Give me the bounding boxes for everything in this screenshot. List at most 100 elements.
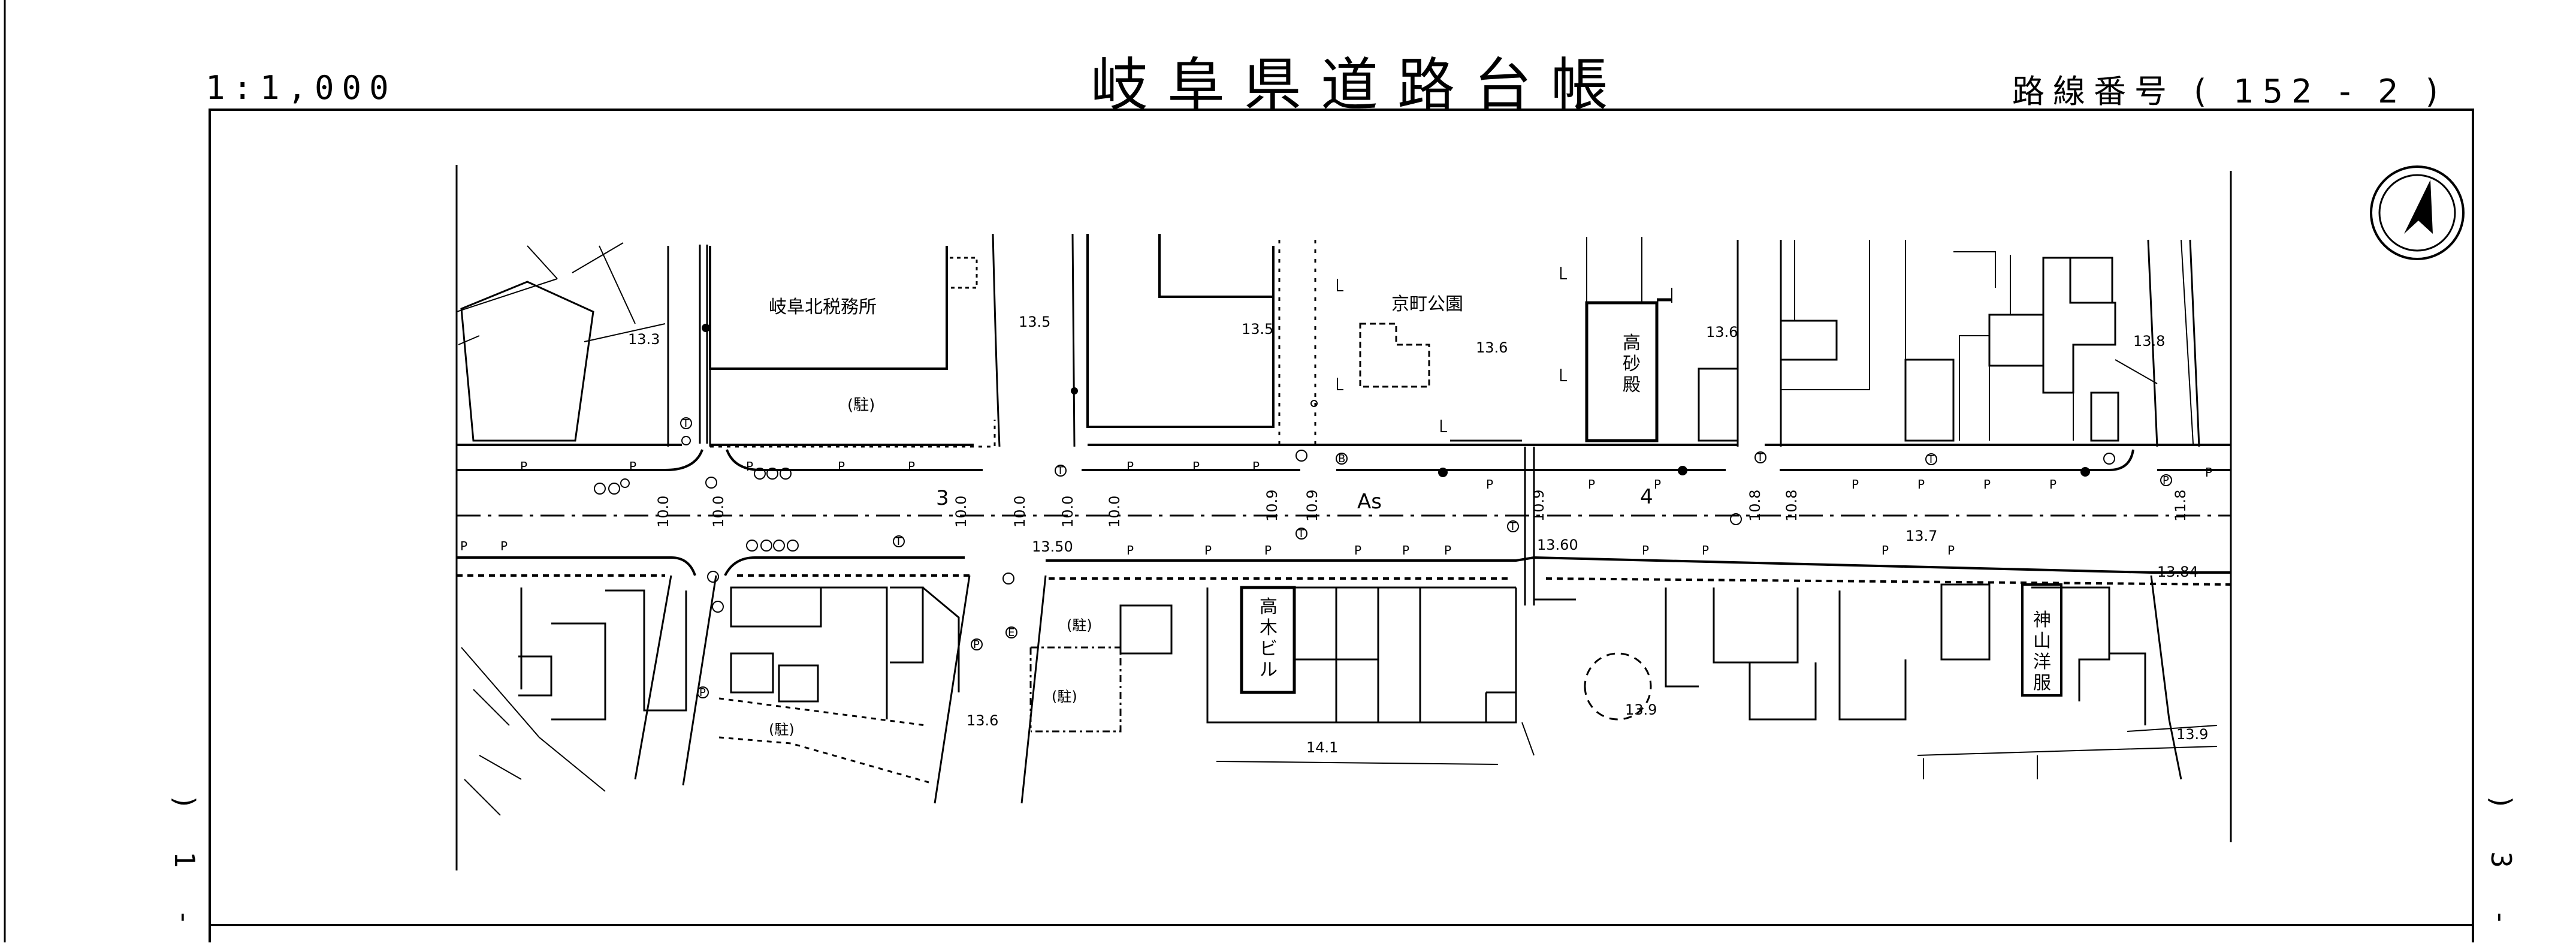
svg-text:P: P [1204,543,1212,558]
ne-building-row [1959,335,2074,441]
svg-text:P: P [1702,543,1709,558]
parking-lot-s [1029,646,1122,733]
svg-text:P: P [1264,543,1272,558]
svg-text:P: P [1127,459,1134,474]
kamiyama-char: 山 [2033,631,2051,652]
svg-text:P: P [520,459,527,474]
takagi-char: ビ [1260,638,1278,659]
street-d [1278,240,1316,447]
svg-text:P: P [629,459,636,474]
svg-text:P: P [1192,459,1200,474]
marker-t: T [682,417,690,430]
kamiyama-char: 服 [2033,673,2051,694]
svg-text:P: P [1947,543,1955,558]
svg-text:P: P [1917,477,1925,492]
svg-text:P: P [1588,477,1595,492]
parking-label: (駐) [847,396,875,414]
svg-text:P: P [1127,543,1134,558]
north-block-c [1086,234,1275,428]
takagi-char: 木 [1260,617,1278,638]
se-buildings [1665,583,2146,725]
park-pavilion [1359,323,1430,388]
svg-text:P: P [838,459,845,474]
elevation-label: 13.9 [2176,726,2208,743]
circle-plaza [1584,652,1652,721]
width-label: 10.9 [1304,490,1321,522]
park-label: 京町公園 [1391,294,1463,315]
marker-b: B [1338,453,1345,465]
street-sw [634,575,717,786]
width-label: 10.8 [1747,490,1763,522]
street-a [667,246,711,447]
cross-streets [634,233,2200,804]
width-label: 11.8 [2172,490,2189,522]
elevation-labels: 13.3 13.5 13.5 13.6 13.6 13.8 13.50 13.6… [628,314,2208,756]
svg-text:P: P [500,539,508,553]
takagi-building [1240,586,1296,694]
svg-text:P: P [2049,477,2056,492]
kamiyama-char: 洋 [2033,652,2051,673]
sw-lot-lines [461,647,606,816]
nw-lot-lines [456,242,666,345]
elevation-label: 13.5 [1242,321,1273,338]
marker-e: E [1008,626,1014,639]
s-building-small [1119,604,1173,655]
north-arrow-icon [2370,165,2465,260]
svg-text:P: P [908,459,915,474]
se-lot-lines [1216,722,2218,779]
elevation-label: 13.60 [1537,537,1578,553]
street-se [2150,575,2182,780]
marker-t: T [1756,451,1764,464]
elevation-label: 13.3 [628,331,660,348]
pedestrian-bridge [1450,439,1576,605]
north-edge [457,449,2231,471]
sheet-frame [209,109,2474,942]
marker-t: T [1509,520,1517,533]
road-surface-label: As [1357,490,1382,514]
south-curb [457,574,2231,586]
street-f [2147,239,2200,447]
marker-f: P [2163,474,2169,487]
elevation-label: 13.9 [1625,701,1657,718]
elevation-label: 13.84 [2157,564,2198,580]
elevation-label: 13.6 [1476,339,1508,356]
elevation-label: 14.1 [1306,739,1338,756]
section-number: 3 [936,486,949,510]
width-label: 10.8 [1783,490,1800,522]
nw-building [460,281,594,442]
marker-f: P [699,686,706,699]
south-edge [457,556,2231,576]
parking-label: (駐) [769,721,795,738]
width-labels: 10.0 10.0 10.0 10.0 10.0 10.0 10.9 10.9 … [655,490,2189,528]
street-c [992,233,1076,447]
svg-text:P: P [1642,543,1649,558]
sw-buildings [518,588,687,721]
tax-office-label: 岐阜北税務所 [769,297,877,318]
width-label: 10.9 [1530,490,1547,522]
elevation-label: 13.6 [967,712,998,729]
street-e [1737,240,1782,447]
svg-text:P: P [746,459,753,474]
marker-t: T [1056,465,1064,477]
takagi-char: 高 [1260,596,1278,617]
svg-text:P: P [1444,543,1451,558]
svg-text:P: P [1486,477,1493,492]
marker-t: T [895,535,902,548]
takasagoden-char: 殿 [1623,375,1641,396]
s-mid-lot [718,697,929,784]
point-markers: T B T P E P P T T T T T [682,417,2169,699]
takasagoden-char: 高 [1623,333,1641,354]
marker-t: T [1927,453,1935,466]
svg-text:P: P [1402,543,1409,558]
road [457,444,2231,586]
scale-label: 1:1,000 [206,69,397,107]
width-label: 10.0 [1059,496,1076,528]
map-labels: 岐阜北税務所 (駐) 京町公園 高 砂 殿 高 木 ビ ル 神 山 洋 服 (駐… [628,294,2208,756]
width-label: 10.0 [655,496,672,528]
svg-text:P: P [1852,477,1859,492]
elevation-label: 13.8 [2133,333,2165,350]
road-markers [594,324,2172,698]
parking-label: (駐) [1067,617,1092,634]
